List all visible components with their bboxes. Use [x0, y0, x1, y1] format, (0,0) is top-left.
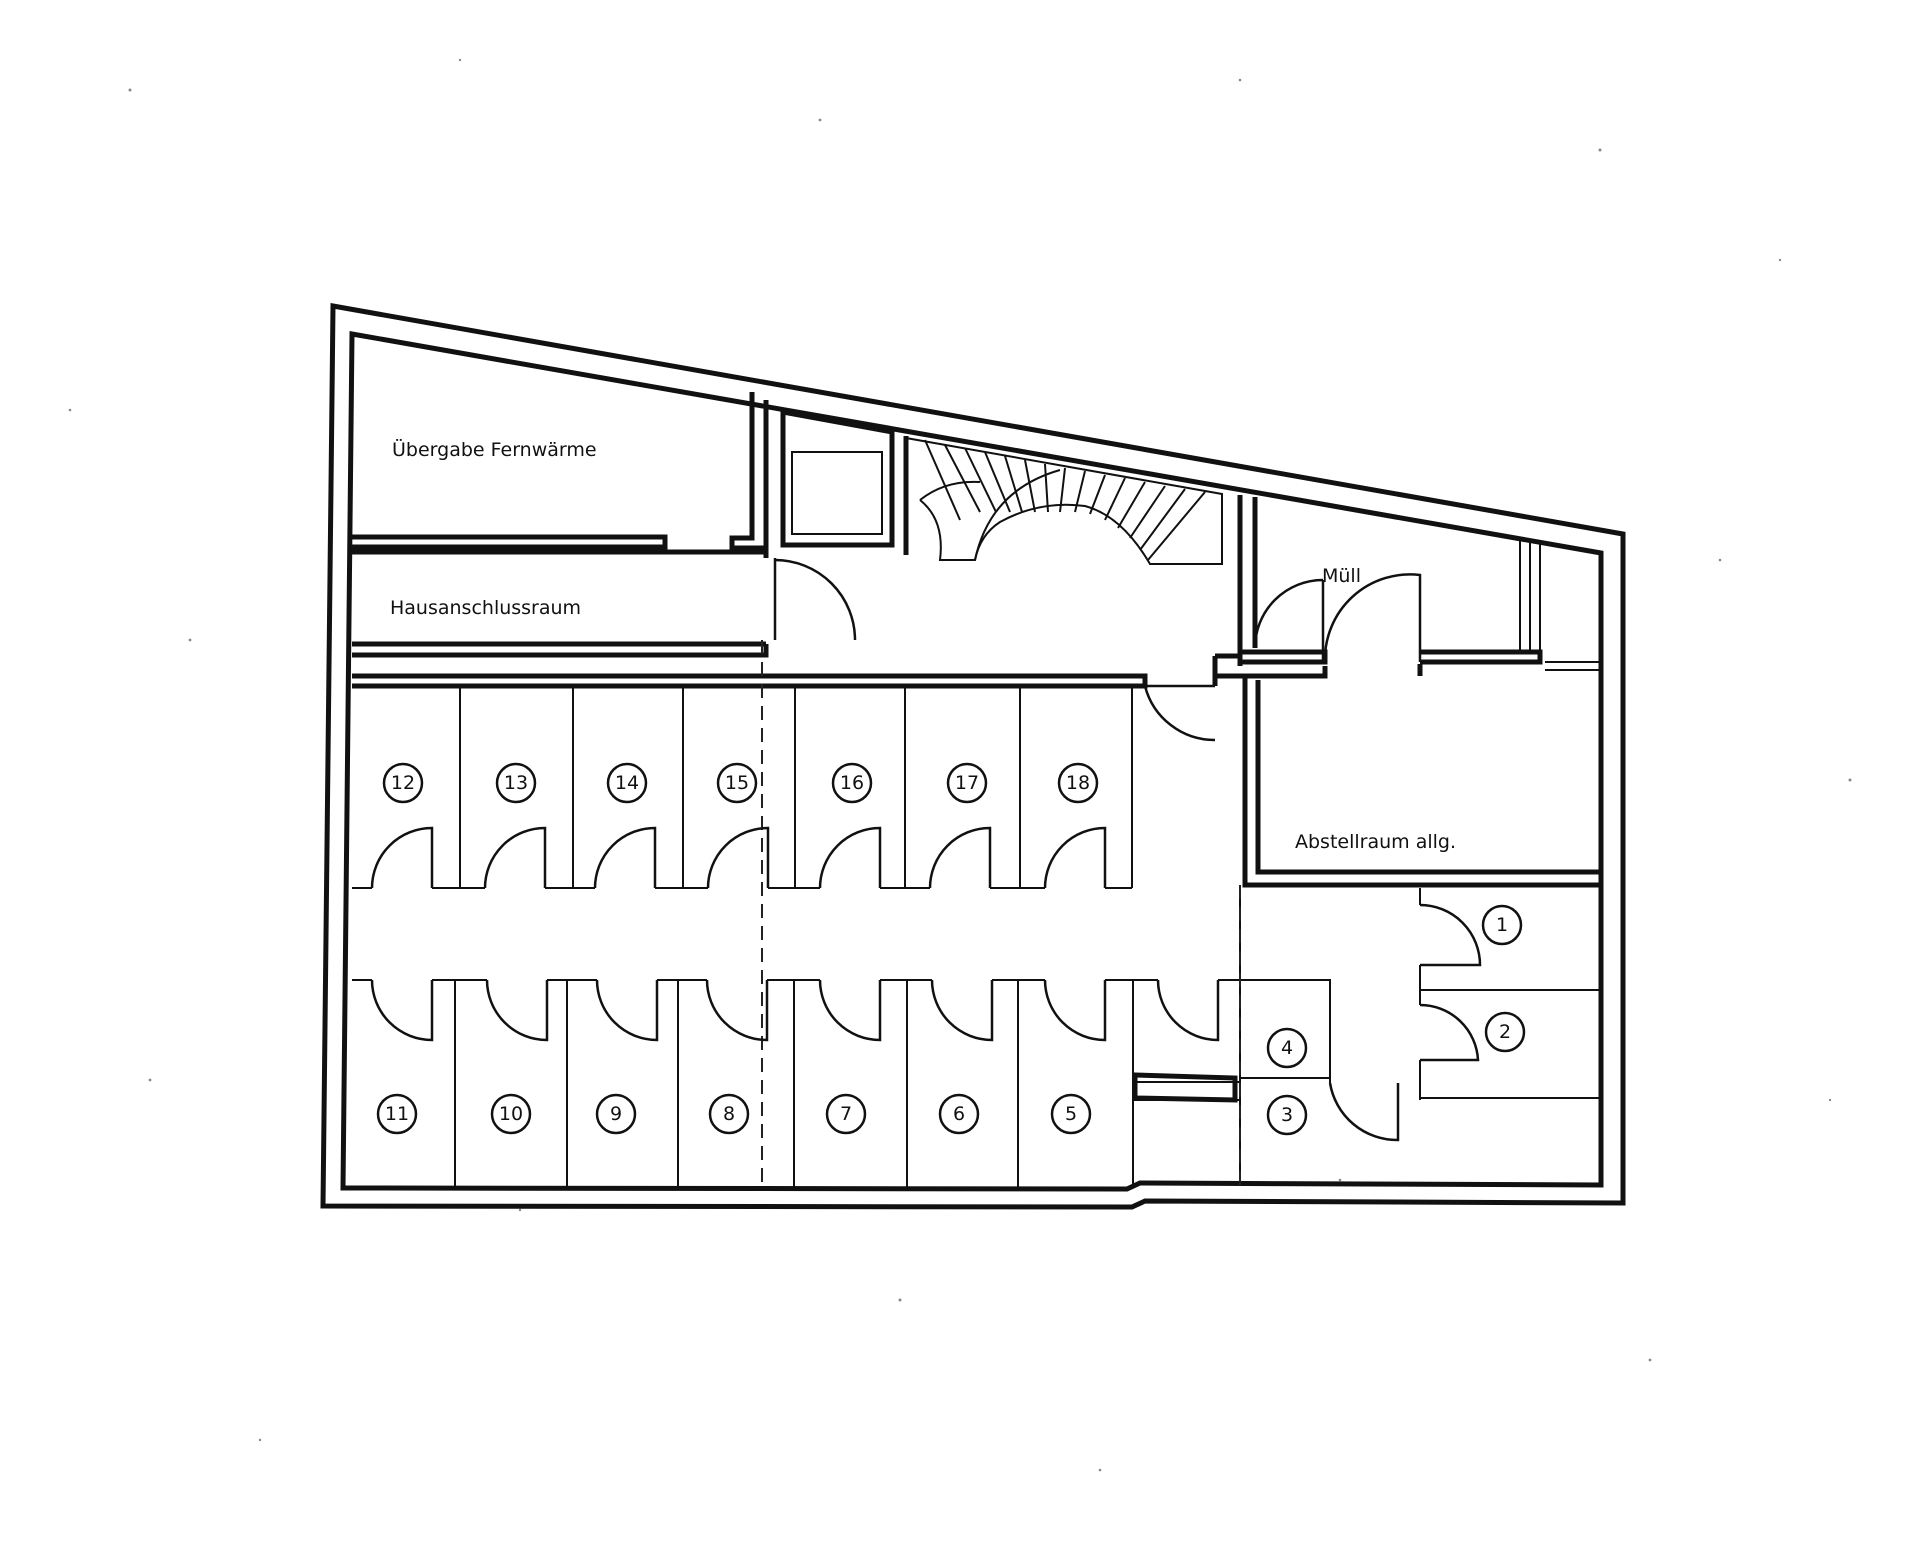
svg-text:4: 4: [1281, 1037, 1293, 1059]
right-cellars: [1239, 885, 1601, 1185]
bottom-cellar-row: [352, 979, 1240, 1188]
cellar-number-14: 14: [606, 762, 648, 804]
cellar-number-18: 18: [1057, 762, 1099, 804]
cellar-numbers: 1 2 3 4 5 6 7 8 9 10 11 12 13 14 15 16 1…: [376, 762, 1526, 1136]
svg-text:2: 2: [1499, 1021, 1511, 1043]
svg-text:15: 15: [725, 772, 749, 794]
room-label-muell: Müll: [1322, 565, 1361, 587]
staircase: [905, 437, 1223, 565]
svg-text:1: 1: [1496, 914, 1508, 936]
room-label-abstellraum: Abstellraum allg.: [1295, 831, 1456, 853]
technical-rooms: [352, 392, 769, 658]
lift-shaft: [780, 408, 909, 555]
cellar-number-6: 6: [938, 1093, 980, 1135]
cellar-number-7: 7: [825, 1093, 867, 1135]
cellar-number-2: 2: [1484, 1011, 1526, 1053]
room-label-hausanschluss: Hausanschlussraum: [390, 597, 581, 619]
svg-text:8: 8: [723, 1103, 735, 1125]
room-label-fernwaerme: Übergabe Fernwärme: [392, 438, 597, 461]
upper-corridor-wall: [352, 653, 1423, 689]
svg-text:16: 16: [840, 772, 864, 794]
cellar-number-4: 4: [1266, 1027, 1308, 1069]
cellar-number-15: 15: [716, 762, 758, 804]
svg-text:10: 10: [499, 1103, 523, 1125]
svg-text:18: 18: [1066, 772, 1090, 794]
svg-text:13: 13: [504, 772, 528, 794]
cellar-number-17: 17: [946, 762, 988, 804]
top-cellar-row: [352, 686, 1133, 889]
cellar-number-16: 16: [831, 762, 873, 804]
svg-text:7: 7: [840, 1103, 852, 1125]
cellar-number-9: 9: [595, 1093, 637, 1135]
outer-walls: [320, 303, 1626, 1210]
cellar-number-12: 12: [382, 762, 424, 804]
abstellraum-room: [1242, 676, 1601, 888]
doors: [370, 558, 1482, 1142]
cellar-number-10: 10: [490, 1093, 532, 1135]
paper-specks: [68, 58, 1852, 1472]
svg-text:17: 17: [955, 772, 979, 794]
svg-text:9: 9: [610, 1103, 622, 1125]
room-labels: Übergabe Fernwärme Hausanschlussraum Mül…: [390, 438, 1456, 853]
cellar-number-3: 3: [1266, 1094, 1308, 1136]
svg-text:6: 6: [953, 1103, 965, 1125]
cellar-number-11: 11: [376, 1093, 418, 1135]
cellar-number-5: 5: [1050, 1093, 1092, 1135]
svg-text:5: 5: [1065, 1103, 1077, 1125]
svg-text:11: 11: [385, 1103, 409, 1125]
cellar-number-1: 1: [1481, 904, 1523, 946]
svg-text:12: 12: [391, 772, 415, 794]
cellar-number-8: 8: [708, 1093, 750, 1135]
dashed-lines: [761, 640, 1241, 1188]
cellar-number-13: 13: [495, 762, 537, 804]
svg-text:14: 14: [615, 772, 639, 794]
svg-text:3: 3: [1281, 1104, 1293, 1126]
